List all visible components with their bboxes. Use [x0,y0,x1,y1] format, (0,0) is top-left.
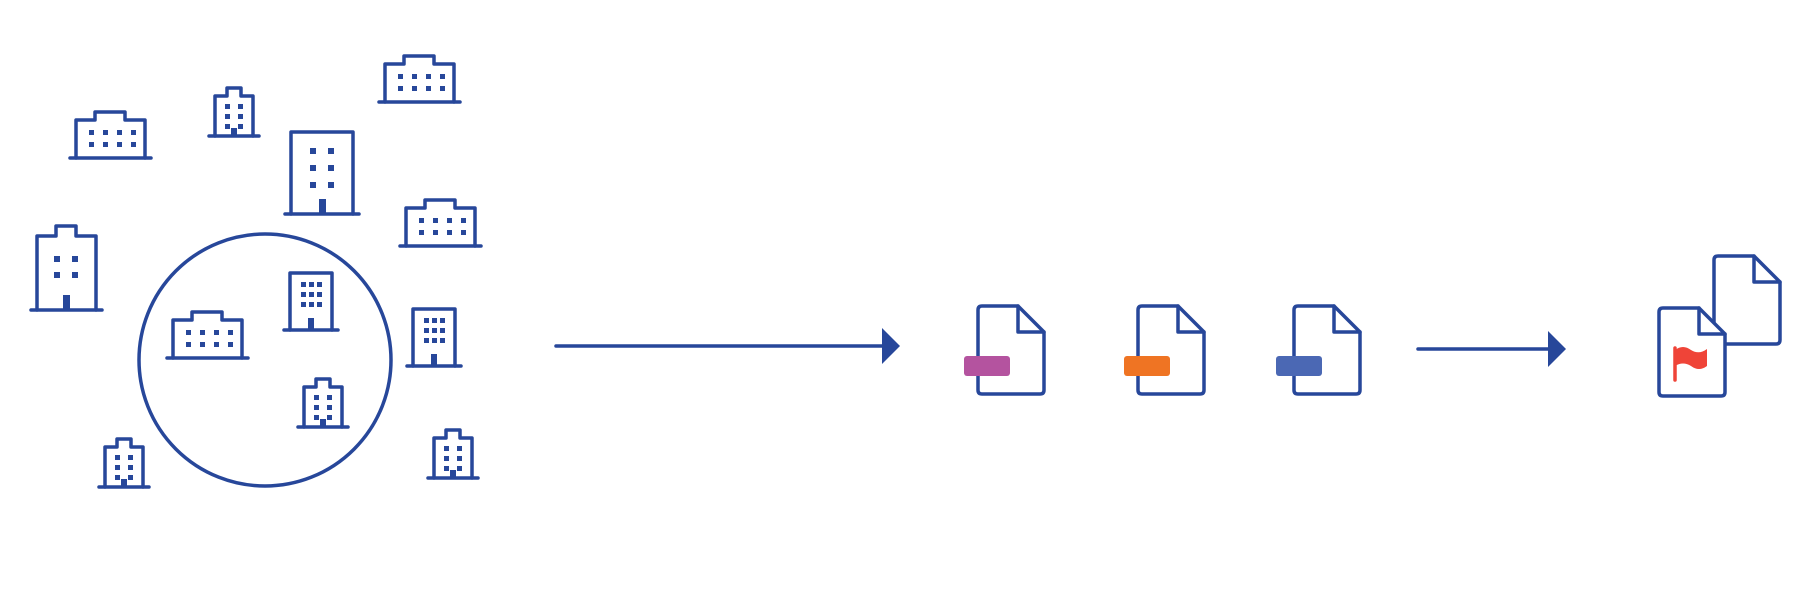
document-icon [1124,304,1206,396]
office-building-icon [29,224,104,312]
office-building-icon [398,198,483,248]
tag-orange [1124,356,1170,376]
tagged-documents [964,304,1362,396]
flagged-documents [1657,254,1782,398]
arrow-right-icon [1416,331,1566,367]
office-building-icon [207,86,261,138]
office-building-icon [97,437,151,489]
tag-blue [1276,356,1322,376]
building-cluster [29,54,483,489]
arrow-right-icon [554,328,900,364]
flag-icon [1673,346,1707,382]
document-icon [1276,304,1362,396]
office-building-icon [377,54,462,104]
document-icon [1657,306,1727,398]
office-building-icon [296,377,350,429]
tag-purple [964,356,1010,376]
selection-circle [137,232,393,488]
office-building-icon [165,310,250,360]
document-icon [964,304,1046,396]
office-building-icon [282,271,340,332]
office-building-icon [405,307,463,368]
office-building-icon [283,130,361,216]
office-building-icon [68,110,153,160]
office-building-icon [426,428,480,480]
